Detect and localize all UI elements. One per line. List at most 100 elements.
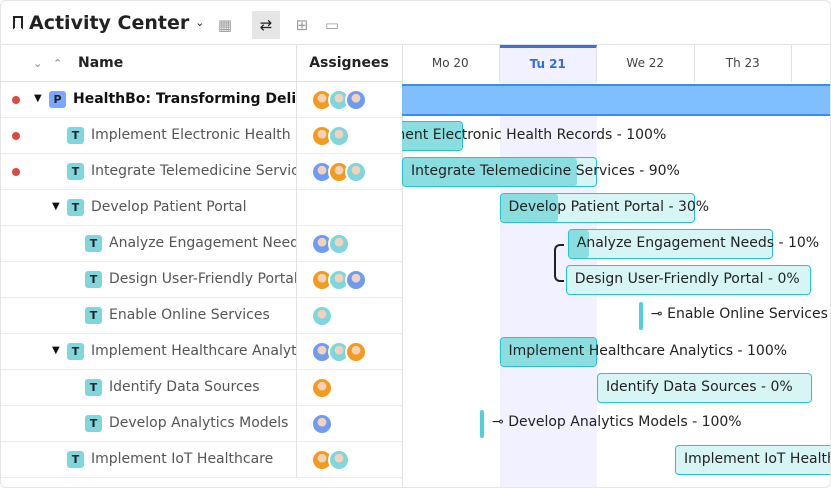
task-row[interactable]: ▼ T Develop Patient Portal [1, 190, 402, 226]
calendar-view-icon[interactable]: ▭ [324, 16, 340, 34]
assignee-avatars[interactable] [311, 413, 333, 435]
assignee-avatars[interactable] [311, 233, 350, 255]
assignee-avatars[interactable] [311, 305, 333, 327]
task-bar[interactable]: Analyze Engagement Needs - 10% [567, 229, 819, 259]
avatar[interactable] [328, 233, 350, 255]
task-type-badge: T [67, 343, 84, 360]
task-row[interactable]: ▼ T Implement Healthcare Analytics [1, 334, 402, 370]
task-type-badge: T [67, 451, 84, 468]
task-bar[interactable]: Implement IoT Healthcare - 0% [675, 445, 830, 475]
collapse-all-icon[interactable]: ⌄ [33, 56, 43, 70]
task-name[interactable]: Enable Online Services [109, 307, 270, 323]
task-row[interactable]: T Develop Analytics Models [1, 406, 402, 442]
avatar[interactable] [328, 449, 350, 471]
progress-fill [500, 338, 596, 366]
task-row[interactable]: T Implement Electronic Health Records [1, 118, 402, 154]
avatar[interactable] [345, 161, 367, 183]
day-header: Th 23 [695, 45, 792, 82]
task-name[interactable]: Integrate Telemedicine Services [91, 163, 296, 179]
avatar[interactable] [345, 89, 367, 111]
milestone-marker[interactable] [638, 302, 643, 330]
assignee-avatars[interactable] [311, 341, 367, 363]
assignees-column-header[interactable]: Assignees [296, 45, 402, 82]
task-row[interactable]: T Implement IoT Healthcare [1, 442, 402, 478]
milestone-label-group: ⊸ Develop Analytics Models - 100% [492, 414, 742, 430]
milestone-marker[interactable] [480, 410, 484, 438]
progress-fill [568, 230, 590, 258]
expand-toggle-icon[interactable]: ▼ [52, 201, 60, 212]
task-name[interactable]: Implement IoT Healthcare [91, 451, 274, 467]
progress-fill [402, 122, 463, 150]
assignee-avatars[interactable] [311, 377, 333, 399]
task-type-badge: T [85, 415, 102, 432]
link-icon: ⊸ [492, 414, 504, 430]
task-type-badge: T [85, 235, 102, 252]
task-name[interactable]: Develop Patient Portal [91, 199, 247, 215]
avatar[interactable] [311, 413, 333, 435]
avatar[interactable] [345, 341, 367, 363]
task-row[interactable]: T Analyze Engagement Needs [1, 226, 402, 262]
task-bar[interactable]: Implement Healthcare Analytics - 100% [499, 337, 787, 367]
task-name[interactable]: Design User-Friendly Portal [109, 271, 296, 287]
task-name[interactable]: Implement Healthcare Analytics [91, 343, 296, 359]
task-bar-label: Integrate Telemedicine Services - 90% [411, 163, 680, 179]
task-type-badge: T [67, 127, 84, 144]
avatar[interactable] [345, 269, 367, 291]
milestone-label-group: ⊸ Enable Online Services [651, 306, 828, 322]
task-type-badge: T [67, 199, 84, 216]
day-header: Tu 21 [499, 45, 597, 82]
task-bar-label: Analyze Engagement Needs - 10% [576, 235, 820, 251]
assignee-avatars[interactable] [311, 449, 350, 471]
column-divider [296, 45, 297, 477]
progress-fill [403, 158, 577, 186]
project-bar[interactable] [402, 84, 830, 116]
avatar[interactable] [311, 305, 333, 327]
assignee-avatars[interactable] [311, 89, 367, 111]
task-name[interactable]: Analyze Engagement Needs [109, 235, 296, 251]
task-bar[interactable]: Design User-Friendly Portal - 0% [565, 265, 812, 295]
progress-fill [500, 194, 559, 222]
task-row[interactable]: T Design User-Friendly Portal [1, 262, 402, 298]
expand-toggle-icon[interactable]: ▼ [52, 345, 60, 356]
expand-all-icon[interactable]: ⌃ [53, 56, 63, 70]
grid-view-icon[interactable]: ⊞ [295, 16, 309, 34]
task-name[interactable]: Develop Analytics Models [109, 415, 289, 431]
day-header: We 22 [597, 45, 695, 82]
task-bar-label: Implement Electronic Health Records - 10… [402, 127, 667, 143]
avatar[interactable] [311, 377, 333, 399]
task-type-badge: T [67, 163, 84, 180]
task-name[interactable]: Identify Data Sources [109, 379, 260, 395]
task-bar[interactable]: Develop Patient Portal - 30% [499, 193, 709, 223]
expand-toggle-icon[interactable]: ▼ [34, 93, 42, 104]
task-name[interactable]: HealthBo: Transforming Deliver [73, 91, 296, 107]
task-bar-label: Design User-Friendly Portal - 0% [574, 271, 800, 287]
assignee-avatars[interactable] [311, 269, 367, 291]
pane-divider[interactable] [402, 45, 403, 487]
bookmark-icon[interactable] [13, 15, 23, 30]
task-bar-label: Implement Healthcare Analytics - 100% [508, 343, 788, 359]
gantt-chart: Implement Electronic Health Records - 10… [402, 82, 830, 487]
task-bar-label: Develop Patient Portal - 30% [508, 199, 710, 215]
task-row[interactable]: T Integrate Telemedicine Services [1, 154, 402, 190]
task-type-badge: T [85, 379, 102, 396]
table-view-icon[interactable]: ▦ [217, 16, 233, 34]
avatar[interactable] [328, 125, 350, 147]
task-row[interactable]: T Identify Data Sources [1, 370, 402, 406]
flag-dot [12, 132, 20, 140]
page-title: Activity Center [29, 11, 190, 34]
task-bar[interactable]: Identify Data Sources - 0% [597, 373, 812, 403]
flag-dot [12, 168, 20, 176]
task-type-badge: T [85, 271, 102, 288]
task-name[interactable]: Implement Electronic Health Records [91, 127, 296, 143]
task-bar[interactable]: Implement Electronic Health Records - 10… [402, 121, 666, 151]
day-header: Mo 20 [402, 45, 500, 82]
dependency-arrow[interactable] [554, 244, 564, 282]
assignee-avatars[interactable] [311, 161, 367, 183]
assignee-avatars[interactable] [311, 125, 350, 147]
task-bar[interactable]: Integrate Telemedicine Services - 90% [402, 157, 680, 187]
name-column-header[interactable]: ⌄ ⌃ Name [1, 45, 296, 82]
chevron-down-icon[interactable]: ⌄ [195, 16, 205, 29]
gantt-view-icon[interactable]: ⇄ [252, 11, 280, 39]
